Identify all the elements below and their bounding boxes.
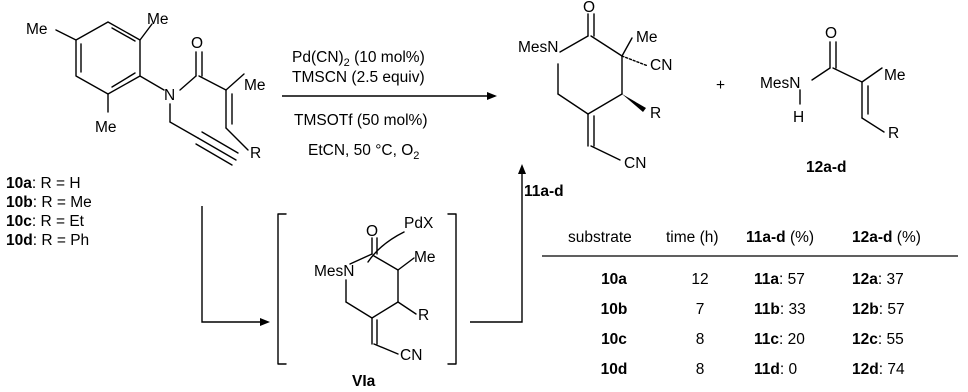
- results-table: substrate time (h) 11a-d (%) 12a-d (%) 1…: [542, 229, 958, 378]
- substrate-id: 10c: [6, 213, 32, 230]
- condition-catalyst: Pd(CN)2 (10 mol%): [292, 49, 425, 69]
- cell-time: 7: [696, 301, 705, 318]
- substrate-item: 10d: R = Ph: [6, 232, 89, 249]
- atom-me: Me: [414, 249, 436, 266]
- condition-additive: TMSOTf (50 mol%): [294, 112, 427, 129]
- substrate-eq: : R = H: [32, 175, 81, 192]
- product-12-label: 12a-d: [806, 159, 847, 176]
- product-11-label: 11a-d: [524, 183, 564, 200]
- cell-substrate: 10a: [601, 271, 627, 288]
- cell-yield-11: 11b: 33: [754, 301, 806, 318]
- cell-substrate: 10b: [601, 301, 628, 318]
- atom-me: Me: [244, 77, 266, 94]
- atom-me: Me: [147, 11, 169, 28]
- substrate-item: 10c: R = Et: [6, 213, 85, 230]
- substrate-id: 10a: [6, 175, 32, 192]
- substrate-eq: : R = Me: [33, 194, 92, 211]
- table-row: 10b 7 11b: 33 12b: 57: [601, 301, 905, 318]
- atom-n: N: [164, 87, 175, 104]
- atom-me: Me: [95, 119, 117, 136]
- substrate-eq: : R = Et: [32, 213, 85, 230]
- atom-h: H: [793, 109, 804, 126]
- atom-o: O: [583, 0, 595, 16]
- substrate-list: 10a: R = H 10b: R = Me 10c: R = Et 10d: …: [6, 175, 92, 249]
- atom-me: Me: [636, 29, 658, 46]
- atom-r: R: [650, 105, 661, 122]
- table-header-substrate: substrate: [568, 229, 632, 246]
- table-header-12: 12a-d (%): [852, 229, 921, 246]
- atom-mesn: MesN: [314, 263, 354, 280]
- cell-time: 8: [696, 331, 705, 348]
- cell-yield-12: 12b: 57: [852, 301, 905, 318]
- substrate-id: 10b: [6, 194, 33, 211]
- atom-o: O: [366, 223, 378, 240]
- intermediate-VIa: PdX O MesN Me R CN VIa: [277, 213, 457, 390]
- cell-yield-11: 11d: 0: [754, 361, 797, 378]
- plus-sign: +: [716, 77, 725, 94]
- cell-yield-12: 12a: 37: [852, 271, 904, 288]
- pathway-arrows: [201, 164, 526, 326]
- product-12: O MesN H Me R 12a-d: [760, 25, 906, 176]
- atom-pdx: PdX: [404, 215, 434, 232]
- atom-o: O: [191, 35, 203, 52]
- cell-yield-12: 12d: 74: [852, 361, 905, 378]
- atom-cn: CN: [400, 347, 422, 364]
- table-row: 10c 8 11c: 20 12c: 55: [601, 331, 904, 348]
- atom-o: O: [825, 25, 837, 42]
- condition-solvent-temp: EtCN, 50 °C, O2: [308, 142, 419, 162]
- table-header-time: time (h): [666, 229, 719, 246]
- cell-yield-11: 11c: 20: [754, 331, 805, 348]
- cell-yield-11: 11a: 57: [754, 271, 805, 288]
- atom-r: R: [250, 145, 261, 162]
- cell-time: 12: [691, 271, 708, 288]
- atom-cn: CN: [650, 57, 672, 74]
- cell-yield-12: 12c: 55: [852, 331, 904, 348]
- product-11: O MesN Me CN R CN 11a-d: [518, 0, 672, 200]
- table-row: 10d 8 11d: 0 12d: 74: [601, 361, 905, 378]
- table-header-11: 11a-d (%): [746, 229, 814, 246]
- atom-cn: CN: [624, 155, 646, 172]
- substrate-id: 10d: [6, 232, 33, 249]
- atom-mesn: MesN: [518, 39, 558, 56]
- intermediate-label: VIa: [352, 373, 376, 390]
- cell-substrate: 10d: [601, 361, 628, 378]
- atom-r: R: [888, 125, 899, 142]
- cell-time: 8: [696, 361, 705, 378]
- substrate-eq: : R = Ph: [33, 232, 89, 249]
- table-row: 10a 12 11a: 57 12a: 37: [601, 271, 904, 288]
- atom-me: Me: [884, 67, 906, 84]
- condition-reagent: TMSCN (2.5 equiv): [292, 69, 425, 86]
- atom-r: R: [418, 307, 429, 324]
- starting-material-10: Me Me Me N O Me R: [26, 11, 266, 166]
- cell-substrate: 10c: [601, 331, 627, 348]
- reaction-arrow: Pd(CN)2 (10 mol%) TMSCN (2.5 equiv) TMSO…: [282, 49, 497, 162]
- atom-me: Me: [26, 21, 48, 38]
- substrate-item: 10a: R = H: [6, 175, 81, 192]
- substrate-item: 10b: R = Me: [6, 194, 92, 211]
- atom-mesn: MesN: [760, 75, 800, 92]
